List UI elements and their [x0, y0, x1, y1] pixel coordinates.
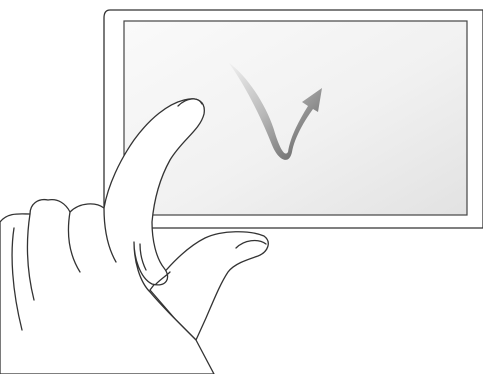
gesture-illustration: [0, 0, 483, 374]
illustration-canvas: [0, 0, 483, 374]
